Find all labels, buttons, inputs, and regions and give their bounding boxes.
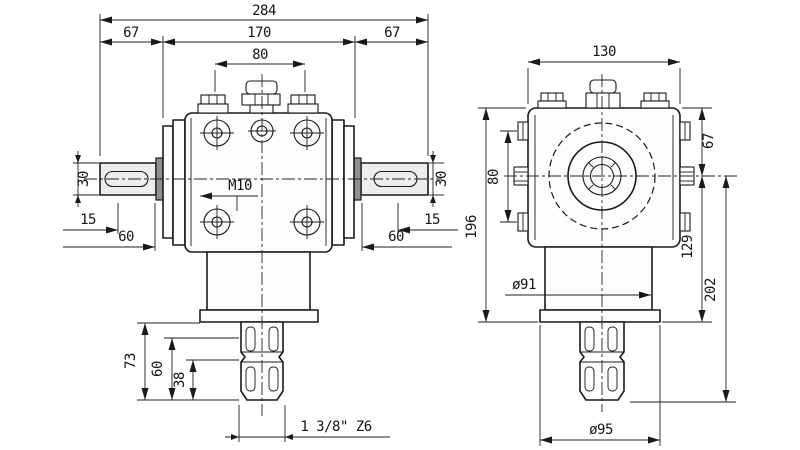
dim-flange-diameter: ø95: [589, 422, 613, 438]
dim-key-offset-left: 15: [80, 212, 96, 228]
dim-key-offset-right: 15: [424, 212, 440, 228]
dim-key-length-left: 60: [118, 229, 134, 245]
dim-shaft-dia-left: 30: [76, 171, 92, 187]
dim-top-to-center: 67: [701, 133, 717, 149]
front-bottom-neck: [199, 251, 319, 323]
front-top-bolts: [197, 94, 319, 114]
side-view-dimensions: 130 196 80 67 129 202 ø91 ø95: [464, 44, 736, 446]
dim-thread: M10: [228, 178, 252, 194]
hole-top-right: [290, 116, 324, 150]
dim-pto-total: 73: [123, 353, 139, 369]
thread-callout: M10: [200, 178, 258, 211]
dim-shaft-right: 67: [384, 25, 400, 41]
side-housing: [527, 107, 681, 248]
left-keyway: [104, 170, 149, 188]
dim-neck-diameter: ø91: [512, 277, 536, 293]
dim-side-hole-spacing: 80: [486, 169, 502, 185]
dim-total-height: 196: [464, 215, 480, 239]
dim-center-to-shaft-end: 202: [703, 278, 719, 302]
side-top-bolts: [537, 79, 670, 109]
front-view: [84, 74, 442, 416]
dim-top-bolt-spacing: 80: [252, 47, 268, 63]
pto-spec-callout: 1 3/8" Z6: [225, 419, 390, 440]
dim-overall-width: 284: [252, 3, 276, 19]
front-right-flange: [331, 119, 355, 246]
side-bottom-neck: [539, 246, 661, 323]
dim-pto-spline: 60: [150, 361, 166, 377]
front-left-flange: [162, 119, 186, 246]
dim-center-to-flange: 129: [680, 235, 696, 259]
breather-plug: [241, 80, 281, 114]
dim-housing-width: 170: [247, 25, 271, 41]
hole-top-left: [200, 116, 234, 150]
hole-bottom-right: [290, 205, 324, 239]
front-view-dimensions: 284 67 170 67 80 30 15 60 30 15 60 M10: [63, 3, 458, 442]
dim-shaft-left: 67: [123, 25, 139, 41]
dim-key-length-right: 60: [388, 229, 404, 245]
neck-diameter-callout: ø91: [505, 277, 651, 299]
hole-bottom-left: [200, 205, 234, 239]
dim-pto-spec: 1 3/8" Z6: [300, 419, 371, 435]
dim-shaft-dia-right: 30: [434, 171, 450, 187]
dim-housing-depth: 130: [592, 44, 616, 60]
side-view: [504, 74, 737, 412]
front-bolt-holes: [200, 116, 324, 239]
side-cover-tabs: [517, 121, 691, 232]
dim-pto-groove: 38: [172, 372, 188, 388]
